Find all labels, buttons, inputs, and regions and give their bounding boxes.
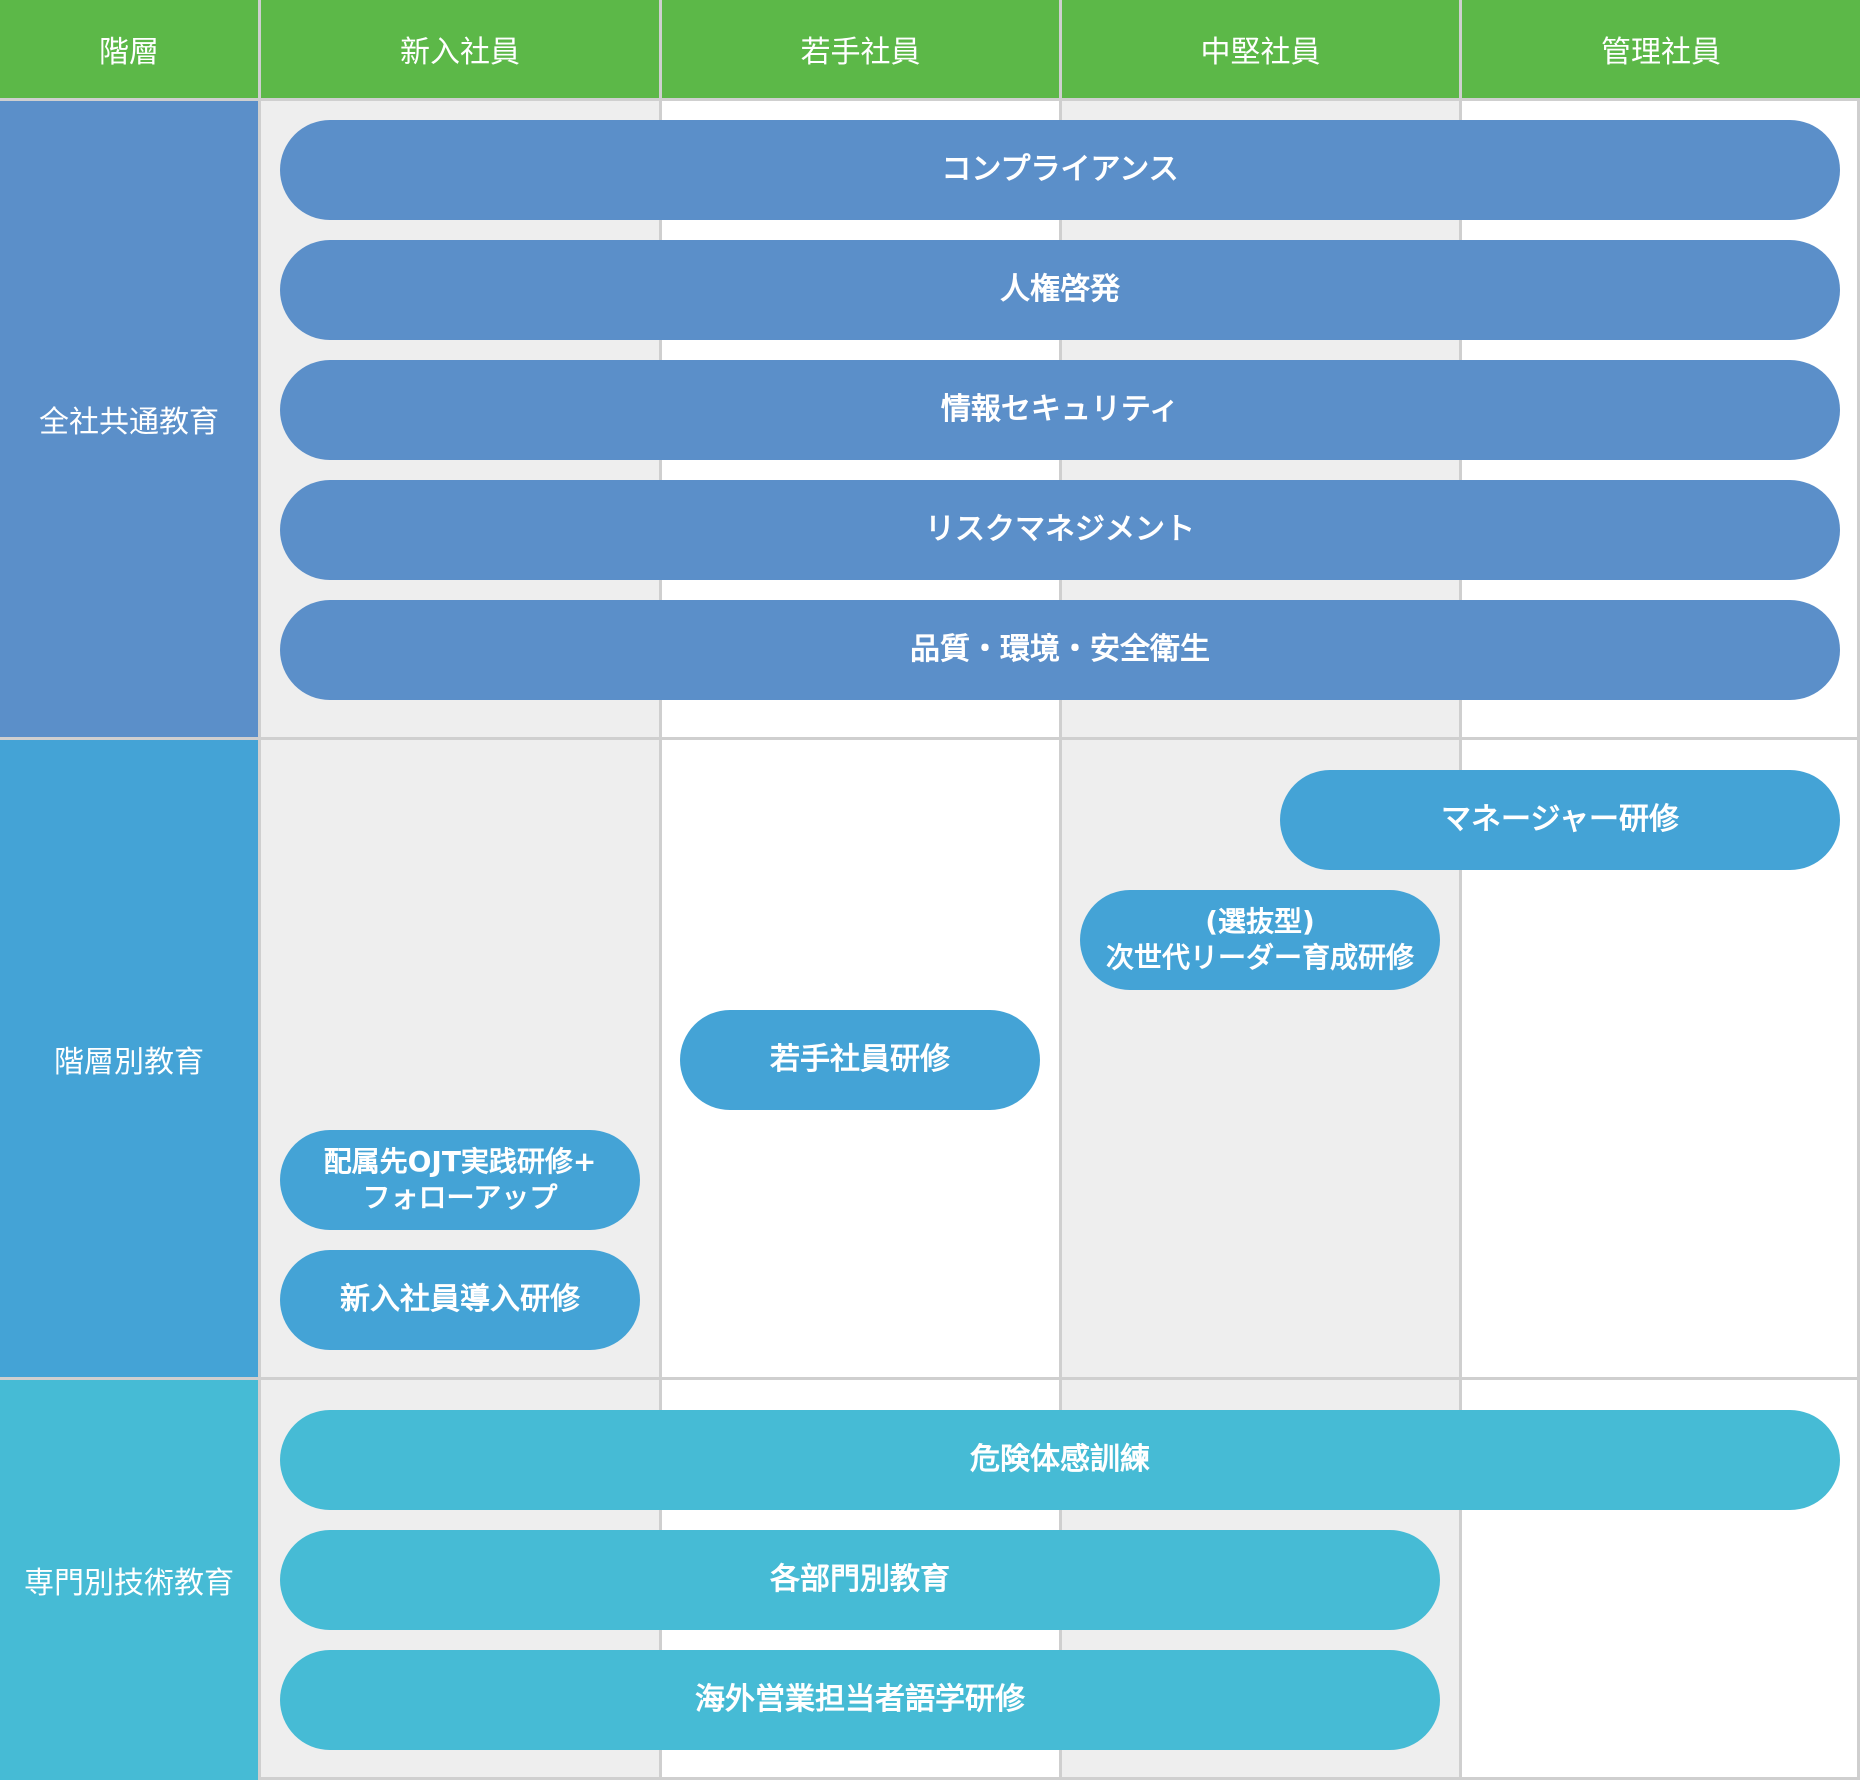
grid-hline	[0, 98, 1860, 101]
row-label-tier: 階層別教育	[0, 740, 258, 1377]
pill-info-security: 情報セキュリティ	[280, 360, 1840, 460]
pill-newcomer-intro: 新入社員導入研修	[280, 1250, 640, 1350]
pill-ojt-followup: 配属先OJT実践研修+ フォローアップ	[280, 1130, 640, 1230]
pill-risk-management: リスクマネジメント	[280, 480, 1840, 580]
header-category: 階層	[0, 0, 258, 98]
pill-manager-training: マネージャー研修	[1280, 770, 1840, 870]
grid-hline	[0, 1377, 1860, 1380]
column-bg-newcomer	[261, 98, 659, 1780]
pill-young-training: 若手社員研修	[680, 1010, 1040, 1110]
header-midlevel: 中堅社員	[1062, 0, 1459, 98]
grid-vline	[659, 0, 662, 1780]
column-bg-manager	[1462, 98, 1860, 1780]
row-label-specialist: 専門別技術教育	[0, 1380, 258, 1780]
grid-hline	[0, 737, 1860, 740]
grid-vline	[1459, 0, 1462, 1780]
pill-next-gen-leader: (選抜型) 次世代リーダー育成研修	[1080, 890, 1440, 990]
grid-vline	[1857, 0, 1860, 1780]
header-manager: 管理社員	[1462, 0, 1860, 98]
pill-language-training: 海外営業担当者語学研修	[280, 1650, 1440, 1750]
pill-departmental: 各部門別教育	[280, 1530, 1440, 1630]
pill-compliance: コンプライアンス	[280, 120, 1840, 220]
column-bg-young	[662, 98, 1059, 1780]
grid-vline	[258, 0, 261, 1780]
pill-human-rights: 人権啓発	[280, 240, 1840, 340]
row-label-common: 全社共通教育	[0, 101, 258, 737]
pill-hazard-training: 危険体感訓練	[280, 1410, 1840, 1510]
grid-vline	[1059, 0, 1062, 1780]
grid-hline	[0, 1777, 1860, 1780]
header-young: 若手社員	[662, 0, 1059, 98]
header-newcomer: 新入社員	[261, 0, 659, 98]
pill-quality-env-safety: 品質・環境・安全衛生	[280, 600, 1840, 700]
